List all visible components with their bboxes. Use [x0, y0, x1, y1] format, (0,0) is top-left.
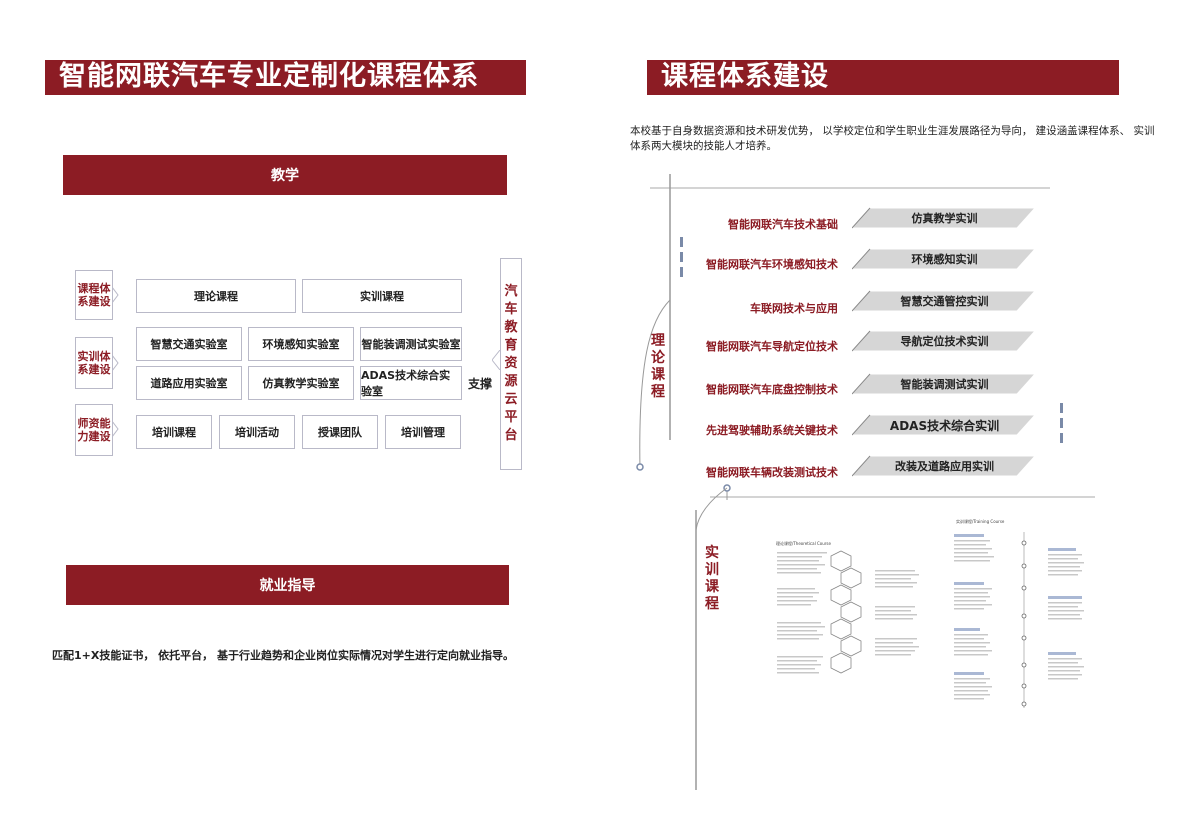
- course-name: 智能网联车辆改装测试技术: [706, 466, 838, 479]
- employment-bar: 就业指导: [66, 565, 509, 605]
- platform-char: 资: [504, 356, 518, 371]
- category-course-system: 课程体系建设: [75, 270, 113, 320]
- course-name: 智能网联汽车技术基础: [728, 218, 838, 231]
- right-page-title: 课程体系建设: [647, 60, 1119, 95]
- support-label: 支撑: [468, 377, 493, 391]
- practice-course-box: 实训课程: [302, 279, 462, 313]
- teaching-bar: 教学: [63, 155, 507, 195]
- training-banner: 智能装调测试实训: [900, 378, 989, 391]
- theory-char: 论: [651, 350, 665, 366]
- intro-text: 本校基于自身数据资源和技术研发优势， 以学校定位和学生职业生涯发展路径为导向， …: [630, 125, 1155, 152]
- training-banner: ADAS技术综合实训: [889, 418, 1000, 433]
- practice-course-label: 实 训 课 程: [704, 545, 720, 613]
- platform-char: 云: [504, 392, 518, 407]
- lab-adas: ADAS技术综合实验室: [360, 366, 462, 400]
- platform-char: 汽: [504, 284, 518, 299]
- course-name: 先进驾驶辅助系统关键技术: [706, 424, 838, 437]
- support-arrow: [492, 350, 501, 370]
- platform-char: 育: [504, 338, 518, 353]
- platform-char: 教: [504, 320, 518, 335]
- employment-text: 匹配1+X技能证书， 依托平台， 基于行业趋势和企业岗位实际情况对学生进行定向就…: [52, 649, 515, 662]
- lab-smart-traffic: 智慧交通实验室: [136, 327, 242, 361]
- course-name: 智能网联汽车底盘控制技术: [706, 383, 838, 396]
- cloud-platform-box: 汽 车 教 育 资 源 云 平 台: [500, 258, 522, 470]
- category-arrows: [112, 287, 119, 437]
- practice-char: 程: [705, 596, 719, 612]
- practice-char: 训: [705, 562, 719, 578]
- platform-char: 车: [504, 302, 518, 317]
- training-banner: 智慧交通管控实训: [900, 295, 989, 308]
- teacher-training-activity: 培训活动: [219, 415, 295, 449]
- left-page-title: 智能网联汽车专业定制化课程体系: [45, 60, 526, 95]
- mini-theory-title: 理论课程/Theoretical Course: [776, 541, 831, 546]
- mini-training-diagram: [954, 532, 1084, 708]
- practice-char: 实: [705, 545, 719, 561]
- diagram-lines: [636, 174, 1095, 790]
- platform-char: 平: [504, 410, 518, 425]
- teacher-team: 授课团队: [302, 415, 378, 449]
- theory-course-box: 理论课程: [136, 279, 296, 313]
- training-banner: 改装及道路应用实训: [895, 460, 994, 473]
- lab-environment-perception: 环境感知实验室: [248, 327, 354, 361]
- teacher-management: 培训管理: [385, 415, 461, 449]
- category-teacher-ability: 师资能力建设: [75, 404, 113, 456]
- theory-char: 程: [651, 384, 665, 400]
- training-banner: 导航定位技术实训: [900, 335, 989, 348]
- lab-road-application: 道路应用实验室: [136, 366, 242, 400]
- theory-course-label: 理 论 课 程: [650, 333, 666, 401]
- mini-theory-diagram: [777, 550, 919, 674]
- course-name: 智能网联汽车导航定位技术: [706, 340, 838, 353]
- platform-char: 源: [504, 374, 518, 389]
- training-banner: 环境感知实训: [911, 253, 978, 266]
- mini-training-title: 实训课程/Training Course: [956, 519, 1005, 524]
- training-banner: 仿真教学实训: [911, 212, 978, 225]
- training-banner-shapes: [852, 207, 1037, 477]
- category-training-system: 实训体系建设: [75, 337, 113, 389]
- course-name: 智能网联汽车环境感知技术: [706, 258, 838, 271]
- theory-char: 理: [651, 333, 665, 349]
- lab-simulation-teaching: 仿真教学实验室: [248, 366, 354, 400]
- teacher-training-course: 培训课程: [136, 415, 212, 449]
- lab-smart-assembly: 智能装调测试实验室: [360, 327, 462, 361]
- course-name: 车联网技术与应用: [750, 302, 838, 315]
- practice-char: 课: [705, 579, 719, 595]
- theory-char: 课: [651, 367, 665, 383]
- platform-char: 台: [504, 428, 518, 443]
